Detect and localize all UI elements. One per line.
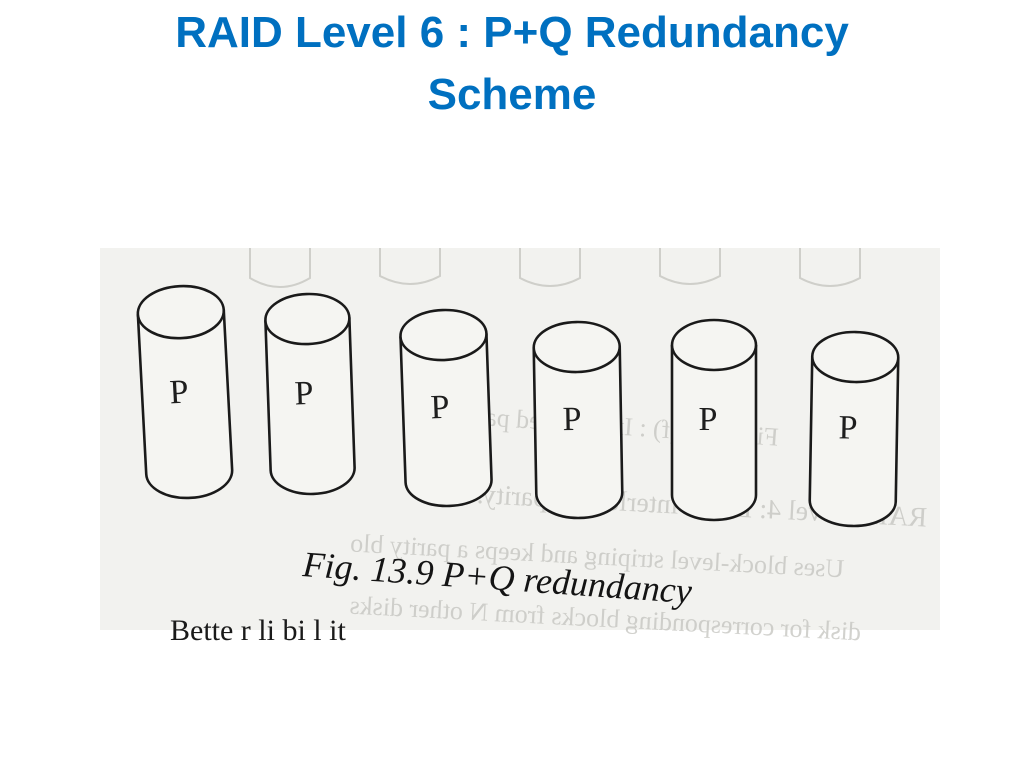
slide-title-line-1: RAID Level 6 : P+Q Redundancy	[175, 8, 849, 57]
disk-label: P	[699, 401, 718, 438]
figure-canvas: Fig. 13.8 (f) : Interleaved parity RAID …	[136, 248, 928, 647]
disk-body	[136, 309, 234, 500]
slide-title: RAID Level 6 : P+Q Redundancy Scheme	[60, 2, 964, 126]
disk-body	[808, 356, 900, 528]
disk-body	[264, 317, 356, 496]
disk-label: P	[430, 389, 450, 427]
disk-body	[532, 346, 624, 520]
disk-top	[532, 320, 622, 374]
disk-body	[670, 345, 758, 522]
slide-title-line-2: Scheme	[427, 70, 597, 119]
disk-top	[136, 284, 226, 340]
disk-label: P	[294, 375, 314, 413]
disk-cylinder: P	[264, 292, 356, 496]
disk-cylinder: P	[532, 320, 624, 520]
disk-label: P	[169, 373, 190, 411]
disk-cylinder: P	[670, 318, 758, 522]
disk-cylinder: P	[808, 330, 900, 528]
disk-cylinder: P	[136, 284, 234, 500]
scanned-figure: Fig. 13.8 (f) : Interleaved parity RAID …	[100, 248, 940, 647]
disk-label: P	[838, 409, 858, 446]
disk-body	[399, 333, 493, 508]
disk-top	[264, 292, 351, 346]
cut-off-text: Bette r li bi l it	[170, 614, 346, 647]
disk-cylinder: P	[399, 308, 493, 508]
disk-top	[399, 308, 488, 362]
disk-label: P	[562, 401, 582, 438]
bleed-through-outlines	[249, 248, 861, 288]
disk-top	[810, 330, 900, 384]
disk-top	[670, 318, 758, 372]
